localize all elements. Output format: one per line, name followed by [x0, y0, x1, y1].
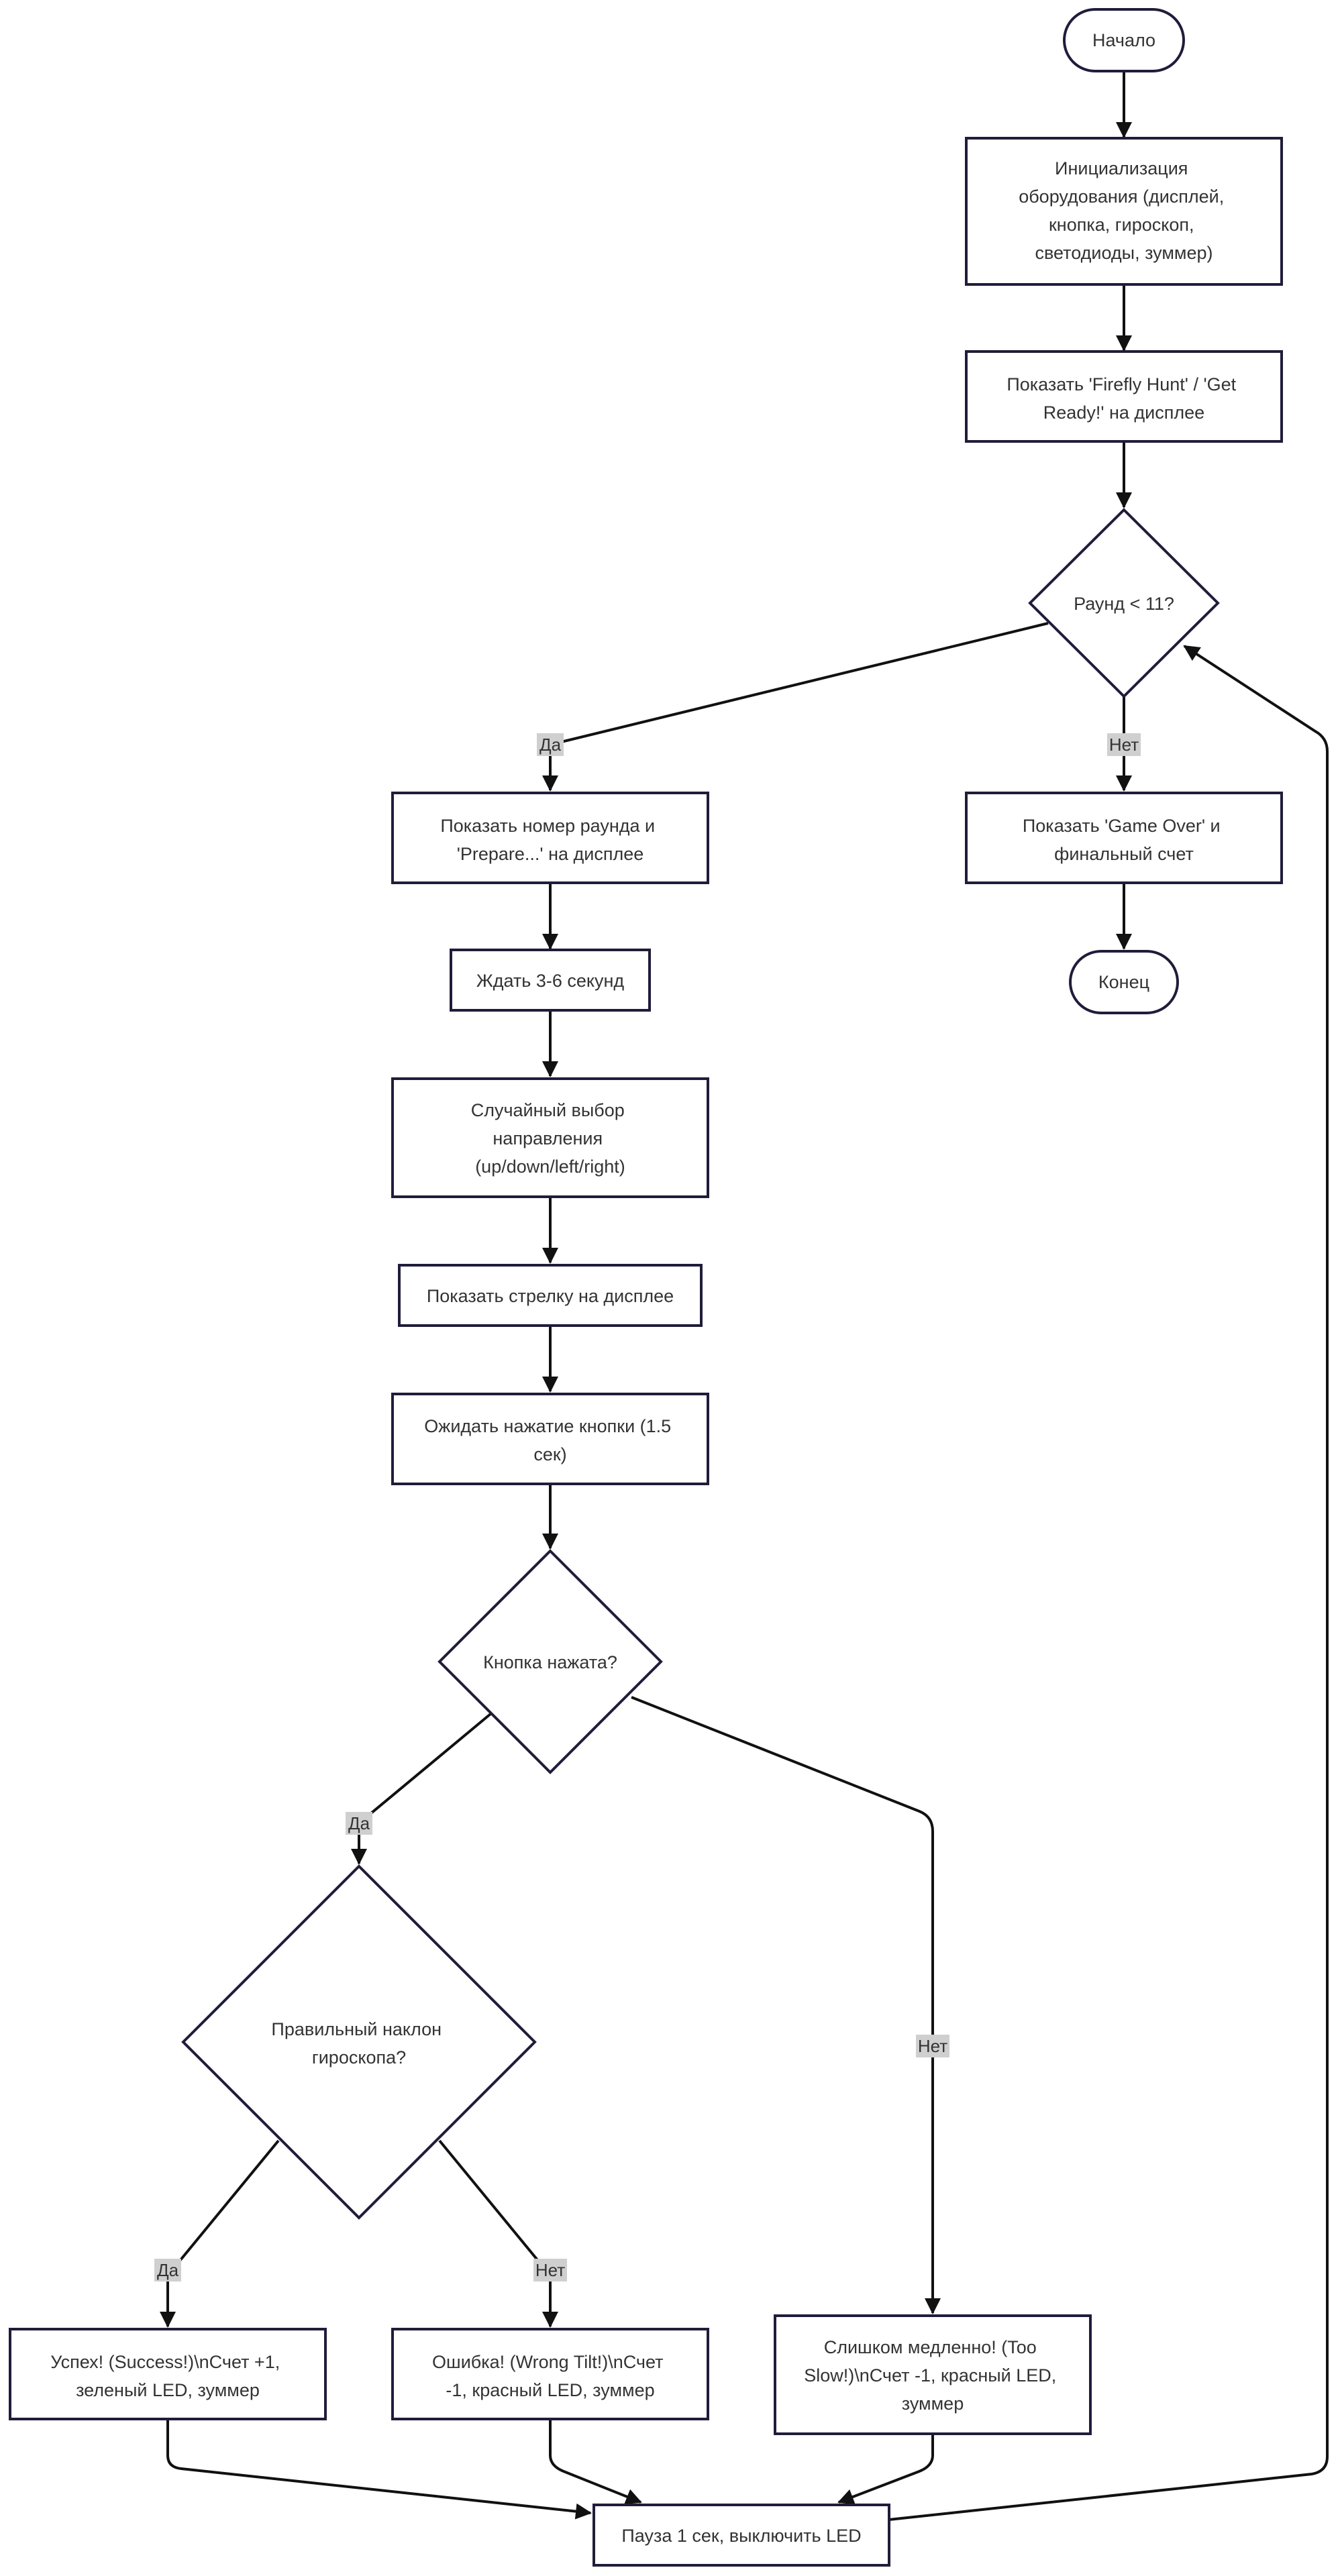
node-end-label: Конец: [1098, 972, 1149, 992]
label-round-yes: Да: [537, 733, 564, 756]
edge-pause-loop: [888, 645, 1329, 2521]
label-round-no: Нет: [1107, 733, 1141, 756]
svg-text:Нет: Нет: [1109, 735, 1139, 755]
node-round-check-label: Раунд < 11?: [1074, 594, 1174, 614]
node-correct-tilt: Правильный наклон гироскопа?: [181, 1864, 537, 2220]
svg-text:Да: Да: [157, 2260, 179, 2280]
edge-tilt-yes: [160, 2139, 280, 2328]
svg-text:Да: Да: [539, 735, 562, 755]
edge-round-yes: [542, 622, 1049, 792]
node-init-label: Инициализация оборудования (дисплей, кно…: [1019, 158, 1229, 263]
edge-button-no: [631, 1696, 941, 2314]
node-too-slow: Слишком медленно! (Too Slow!)\nСчет -1, …: [774, 2314, 1092, 2435]
node-show-round: Показать номер раунда и 'Prepare...' на …: [391, 792, 709, 884]
edge-slow-pause: [837, 2435, 934, 2505]
node-await-button: Ожидать нажатие кнопки (1.5 сек): [391, 1393, 709, 1485]
label-button-yes: Да: [346, 1812, 372, 1835]
node-start-label: Начало: [1092, 30, 1155, 50]
node-end: Конец: [1069, 950, 1179, 1014]
node-await-button-label: Ожидать нажатие кнопки (1.5 сек): [424, 1416, 676, 1464]
label-button-no: Нет: [916, 2035, 949, 2057]
node-show-round-label: Показать номер раунда и 'Prepare...' на …: [440, 816, 660, 864]
node-show-title-label: Показать 'Firefly Hunt' / 'Get Ready!' н…: [1007, 374, 1241, 423]
node-pause-label: Пауза 1 сек, выключить LED: [621, 2526, 861, 2546]
node-success-label: Успех! (Success!)\nСчет +1, зеленый LED,…: [50, 2352, 285, 2400]
node-error: Ошибка! (Wrong Tilt!)\nСчет -1, красный …: [391, 2328, 709, 2420]
edge-button-yes: [351, 1713, 492, 1865]
node-correct-tilt-label: Правильный наклон гироскопа?: [271, 2019, 446, 2068]
node-pause: Пауза 1 сек, выключить LED: [592, 2504, 890, 2567]
node-wait-label: Ждать 3-6 секунд: [476, 971, 625, 991]
label-tilt-yes: Да: [154, 2259, 181, 2282]
node-random-dir: Случайный выбор направления (up/down/lef…: [391, 1077, 709, 1198]
node-show-arrow: Показать стрелку на дисплее: [398, 1264, 703, 1327]
node-error-label: Ошибка! (Wrong Tilt!)\nСчет -1, красный …: [432, 2352, 668, 2400]
node-wait: Ждать 3-6 секунд: [450, 949, 651, 1012]
node-game-over-label: Показать 'Game Over' и финальный счет: [1023, 816, 1225, 864]
node-start: Начало: [1063, 8, 1185, 72]
edge-tilt-no: [438, 2139, 558, 2328]
node-round-check: Раунд < 11?: [1028, 508, 1220, 698]
node-too-slow-label: Слишком медленно! (Too Slow!)\nСчет -1, …: [804, 2337, 1062, 2414]
svg-text:Нет: Нет: [535, 2260, 565, 2280]
node-show-title: Показать 'Firefly Hunt' / 'Get Ready!' н…: [965, 350, 1283, 443]
node-random-dir-label: Случайный выбор направления (up/down/lef…: [471, 1100, 630, 1177]
node-success: Успех! (Success!)\nСчет +1, зеленый LED,…: [9, 2328, 327, 2420]
label-tilt-no: Нет: [533, 2259, 567, 2282]
edge-error-pause: [549, 2420, 642, 2504]
node-init: Инициализация оборудования (дисплей, кно…: [965, 137, 1283, 286]
node-game-over: Показать 'Game Over' и финальный счет: [965, 792, 1283, 884]
node-button-pressed: Кнопка нажата?: [437, 1549, 663, 1774]
edge-success-pause: [166, 2420, 592, 2520]
node-button-pressed-label: Кнопка нажата?: [483, 1652, 617, 1672]
svg-text:Нет: Нет: [918, 2036, 947, 2056]
node-show-arrow-label: Показать стрелку на дисплее: [427, 1286, 674, 1306]
svg-text:Да: Да: [348, 1813, 370, 1833]
